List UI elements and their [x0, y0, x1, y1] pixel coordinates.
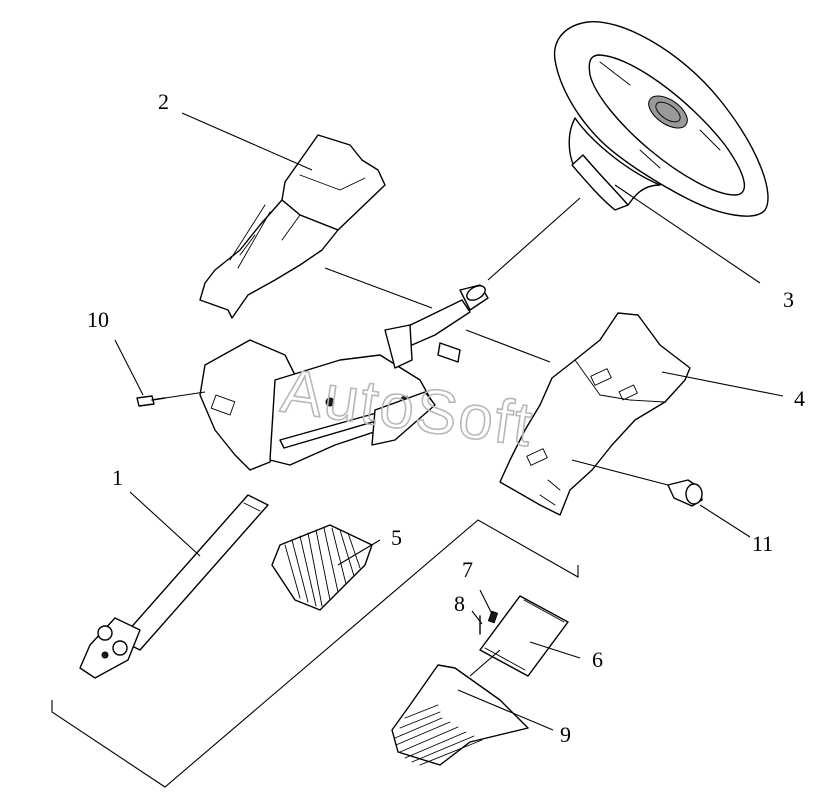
- leader-lines: [114, 112, 784, 731]
- screw-7: [487, 610, 499, 624]
- clip-11: [667, 479, 703, 507]
- leader-axis-lower: [465, 329, 551, 363]
- leader-7: [479, 589, 493, 615]
- lower-shroud: [499, 312, 691, 516]
- leader-5: [337, 539, 381, 566]
- callout-11: 11: [752, 531, 773, 556]
- callout-4: 4: [794, 386, 805, 411]
- boot-upper: [271, 524, 373, 611]
- steering-wheel: [553, 21, 769, 217]
- bolt-10: [136, 395, 166, 407]
- callout-9: 9: [560, 722, 571, 747]
- leader-8: [471, 610, 483, 625]
- leader-10: [114, 339, 144, 396]
- seal-plate: [479, 595, 569, 677]
- leader-3-axis: [487, 197, 581, 281]
- leader-11: [699, 504, 751, 538]
- callout-3: 3: [783, 287, 794, 312]
- leader-9-axis: [469, 649, 501, 677]
- callout-5: 5: [391, 525, 402, 550]
- leader-2: [181, 112, 313, 171]
- leader-3: [614, 184, 761, 284]
- group-bracket: [51, 519, 579, 788]
- callout-2: 2: [158, 89, 169, 114]
- callout-8: 8: [454, 591, 465, 616]
- boot-lower: [391, 664, 529, 766]
- leader-11-axis: [571, 459, 669, 486]
- callout-1: 1: [112, 465, 123, 490]
- callouts: 1 2 3 4 5 6 7 8 9 10 11: [87, 89, 805, 747]
- leader-6: [529, 641, 581, 659]
- leader-axis-upper: [324, 267, 433, 309]
- leader-9: [457, 689, 554, 731]
- callout-7: 7: [462, 557, 473, 582]
- leader-1: [129, 491, 201, 557]
- leader-4: [661, 371, 784, 397]
- callout-6: 6: [592, 647, 603, 672]
- upper-shroud: [199, 134, 386, 319]
- leader-10-axis: [164, 391, 206, 399]
- steering-shaft: [79, 284, 489, 679]
- callout-10: 10: [87, 307, 109, 332]
